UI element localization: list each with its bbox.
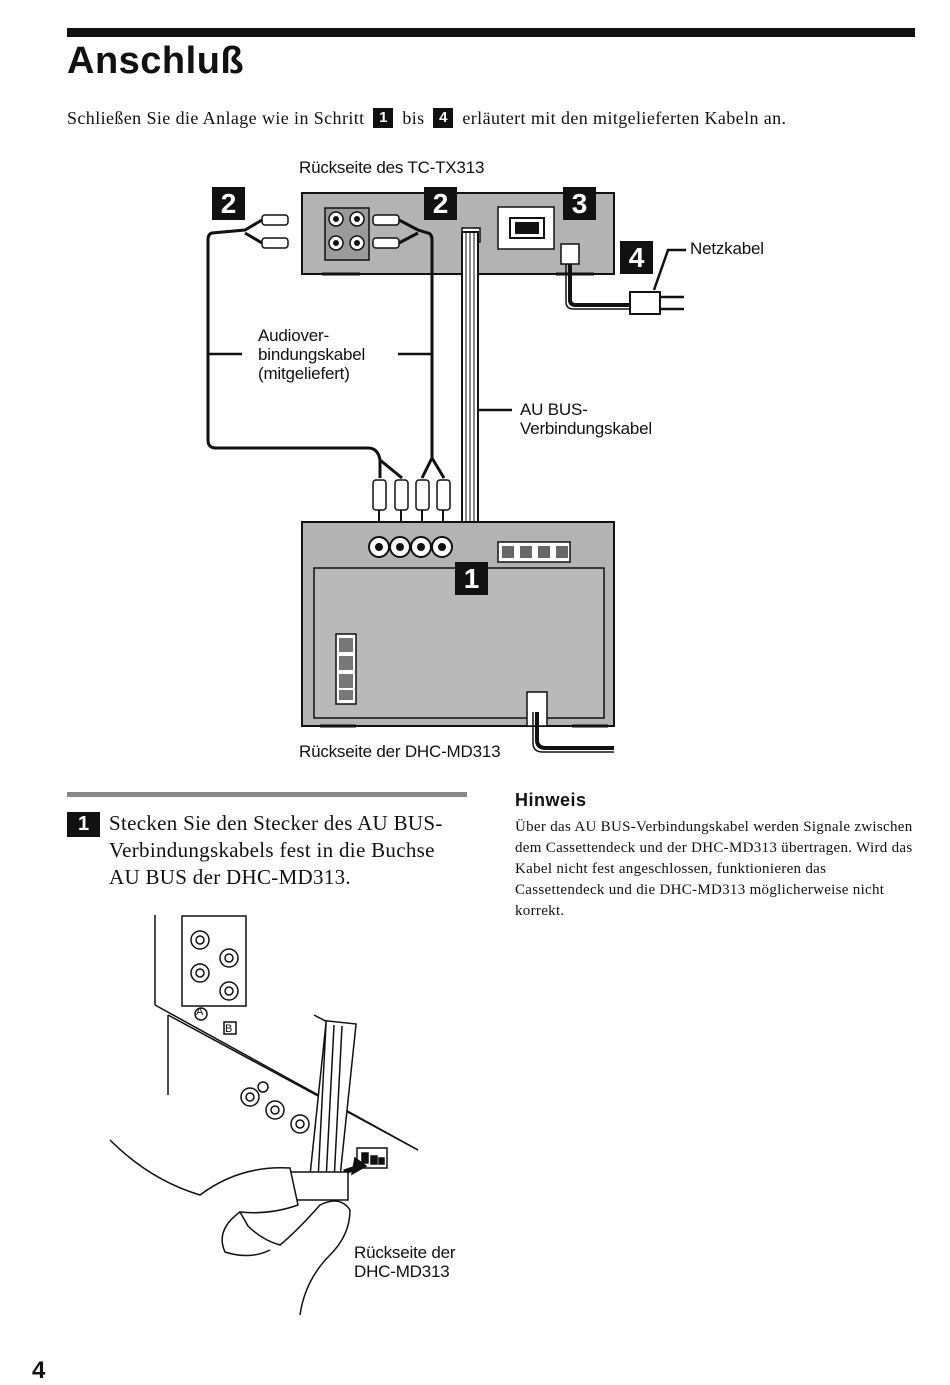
page-title: Anschluß [67, 40, 245, 82]
intro-text-start: Schließen Sie die Anlage wie in Schritt [67, 108, 365, 128]
rear-dhc-md313-label: Rückseite der DHC-MD313 [299, 742, 501, 761]
audio-connection-cable [206, 218, 446, 480]
jack-b-mark: B [225, 1023, 233, 1035]
step-marker-2-right: 2 [424, 187, 457, 220]
step-1-text: Stecken Sie den Stecker des AU BUS-Verbi… [109, 811, 443, 889]
step-number-4: 4 [433, 107, 454, 128]
au-bus-cable-label: AU BUS- Verbindungskabel [520, 400, 652, 438]
title-rule [67, 28, 915, 37]
step-marker-2-left: 2 [212, 187, 245, 220]
step-marker-4: 4 [620, 241, 653, 274]
detail-rear-label: Rückseite der DHC-MD313 [354, 1243, 456, 1281]
dhc-md313-rear-panel [301, 521, 615, 753]
rear-tc-tx313-label: Rückseite des TC-TX313 [299, 158, 485, 177]
step-number-1: 1 [373, 107, 394, 128]
page-number: 4 [32, 1357, 46, 1384]
step-marker-3: 3 [563, 187, 596, 220]
section-divider [67, 792, 467, 797]
note-heading: Hinweis [515, 790, 587, 810]
intro-paragraph: Schließen Sie die Anlage wie in Schritt … [67, 107, 787, 130]
power-cable-label: Netzkabel [690, 239, 764, 258]
note-text: Über das AU BUS-Verbindungskabel werden … [515, 819, 913, 919]
step-1-number: 1 [67, 812, 100, 837]
intro-text-mid: bis [402, 108, 425, 128]
audio-plugs-top [261, 214, 400, 249]
power-cable [565, 248, 686, 315]
audio-plugs-bottom [372, 479, 451, 540]
audio-cable-label: Audiover- bindungskabel (mitgeliefert) [258, 326, 366, 383]
jack-a-mark: A [196, 1006, 204, 1018]
step-marker-1: 1 [455, 562, 488, 595]
intro-text-end: erläutert mit den mitgelieferten Kabeln … [462, 108, 787, 128]
tc-tx313-rear-panel [301, 192, 615, 276]
